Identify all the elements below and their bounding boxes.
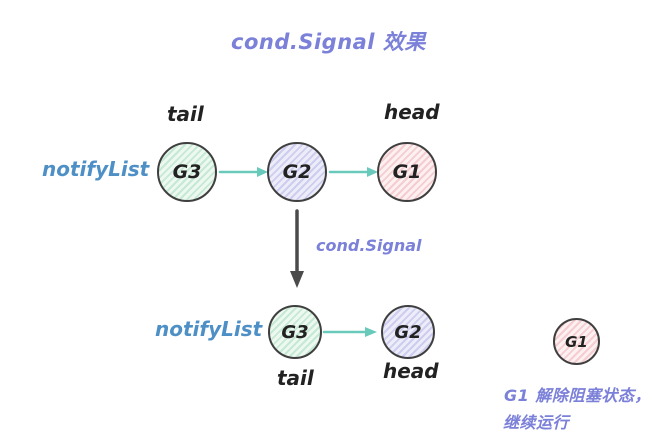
node-label: G1 — [565, 332, 588, 351]
node-label: G2 — [282, 161, 312, 183]
node-g2-top: G2 — [267, 142, 327, 202]
node-g3-top: G3 — [157, 142, 217, 202]
node-g2-bottom: G2 — [381, 305, 435, 359]
released-caption-line1: G1 解除阻塞状态， — [504, 386, 651, 405]
signal-arrow-down — [290, 209, 304, 288]
released-caption-line2: 继续运行 — [503, 413, 570, 432]
diagram-title: cond.Signal 效果 — [231, 30, 426, 54]
next-arrow-bottom — [322, 327, 377, 337]
node-g1-released: G1 — [553, 318, 600, 365]
node-g3-bottom: G3 — [268, 305, 322, 359]
node-label: G2 — [394, 321, 422, 343]
next-arrow-top-2 — [328, 167, 378, 177]
node-label: G3 — [281, 321, 309, 343]
head-label-top: head — [384, 100, 440, 124]
node-label: G3 — [172, 161, 202, 183]
node-label: G1 — [392, 161, 422, 183]
tail-label-top: tail — [167, 102, 204, 126]
tail-label-bottom: tail — [277, 366, 314, 390]
notifylist-label-bottom: notifyList — [155, 317, 263, 341]
next-arrow-top-1 — [218, 167, 268, 177]
signal-arrow-label: cond.Signal — [316, 236, 422, 255]
head-label-bottom: head — [383, 359, 439, 383]
node-g1-top: G1 — [377, 142, 437, 202]
notifylist-label-top: notifyList — [42, 157, 150, 181]
